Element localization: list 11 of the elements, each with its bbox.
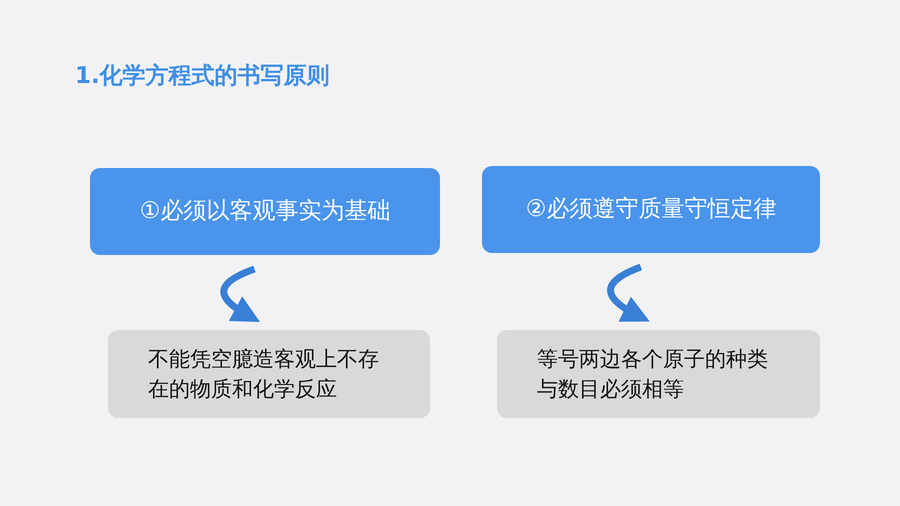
box-text: ①必须以客观事实为基础 (140, 196, 390, 226)
box-text: 不能凭空臆造客观上不存在的物质和化学反应 (148, 346, 380, 403)
title: 1.化学方程式的书写原则 (75, 62, 330, 91)
explanation-box (497, 330, 820, 418)
curved-arrow (220, 266, 260, 322)
box-text: ②必须遵守质量守恒定律 (526, 194, 776, 224)
box-text: 等号两边各个原子的种类与数目必须相等 (537, 346, 769, 403)
principle-box (482, 166, 820, 253)
explanation-box (108, 330, 430, 418)
curved-arrow (607, 264, 650, 322)
principle-box (90, 168, 440, 255)
